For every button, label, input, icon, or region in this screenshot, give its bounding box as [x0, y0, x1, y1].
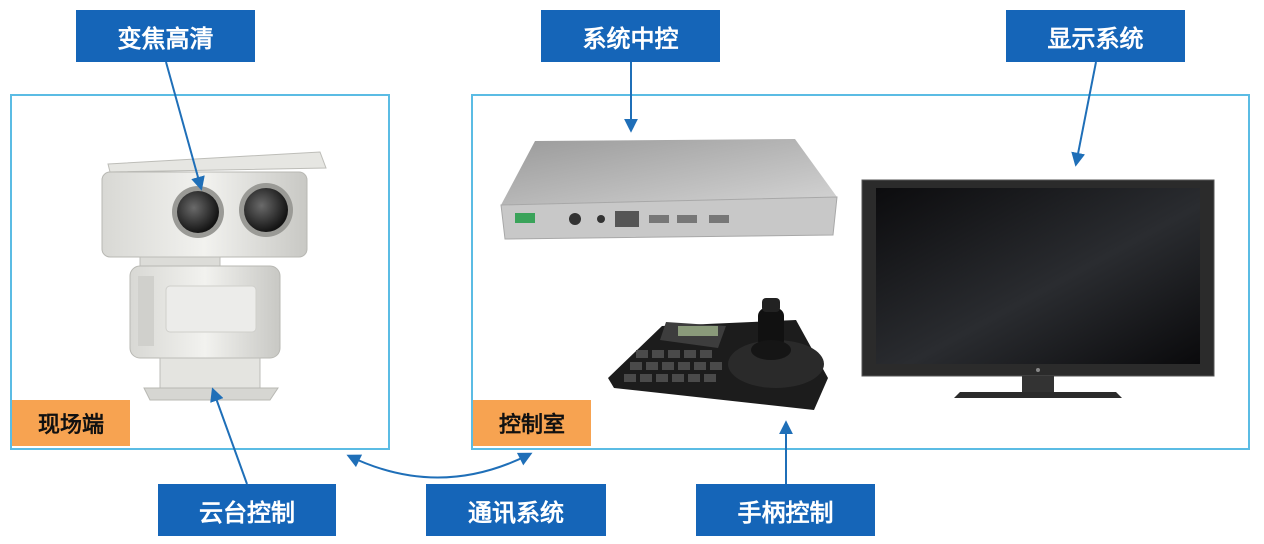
label-ptz-control: 云台控制	[158, 484, 336, 536]
label-central-control: 系统中控	[541, 10, 720, 62]
ptz-thermal-camera	[101, 151, 327, 401]
arrow-display-system	[1071, 61, 1097, 167]
label-display-system: 显示系统	[1006, 10, 1185, 62]
control-room-zone-frame	[471, 94, 1250, 450]
label-communication: 通讯系统	[426, 484, 606, 536]
arrow-ptz-control	[210, 387, 248, 485]
control-box-device	[500, 139, 838, 240]
tag-control-room: 控制室	[473, 400, 591, 446]
arrow-zoom-hd	[165, 61, 205, 191]
site-zone-frame	[10, 94, 390, 450]
joystick-keyboard-device	[608, 298, 828, 410]
arrow-communication	[346, 452, 533, 479]
label-zoom-hd: 变焦高清	[76, 10, 255, 62]
label-joystick-control: 手柄控制	[696, 484, 875, 536]
tag-site: 现场端	[12, 400, 130, 446]
lcd-monitor-device	[861, 179, 1215, 398]
